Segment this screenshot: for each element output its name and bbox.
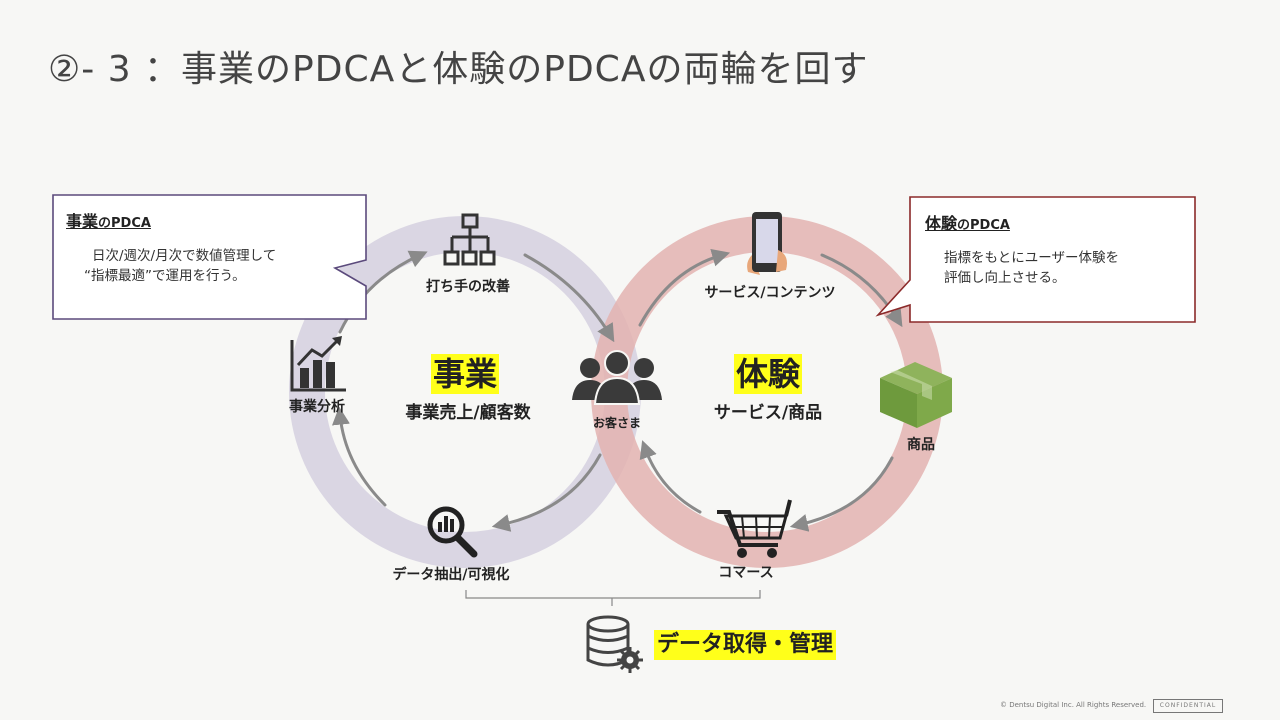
left-loop-title: 事業 [430, 354, 500, 394]
callout-left-line-1: 日次/週次/月次で数値管理して [92, 248, 277, 264]
footer-copyright: © Dentsu Digital Inc. All Rights Reserve… [1000, 701, 1147, 709]
node-label-improve: 打ち手の改善 [426, 279, 510, 295]
node-label-service: サービス/コンテンツ [704, 285, 836, 301]
callout-left-title: 事業のPDCA [66, 212, 151, 231]
node-label-commerce: コマース [718, 565, 774, 581]
arrow-left-top [523, 253, 615, 343]
callout-right-box [875, 196, 1196, 323]
bracket [465, 590, 761, 606]
smartphone-icon [747, 212, 787, 275]
callout-right-line-2: 評価し向上させる。 [944, 270, 1066, 286]
node-label-product: 商品 [907, 437, 935, 453]
arrow-right-bottom [639, 440, 702, 514]
magnifier-chart-icon [427, 506, 478, 558]
arrow-left-bottom [491, 453, 602, 532]
callout-left-line-2: “指標最適”で運用を行う。 [84, 268, 246, 284]
left-loop-subtitle: 事業売上/顧客数 [405, 403, 531, 423]
node-label-analysis: 事業分析 [289, 399, 345, 415]
database-gear-icon [586, 615, 643, 673]
center-node-label: お客さま [592, 416, 642, 430]
org-chart-icon [443, 213, 496, 266]
arrow-right-upper [638, 249, 731, 327]
callout-right-line-1: 指標をもとにユーザー体験を [944, 250, 1119, 266]
box-icon [880, 362, 952, 428]
data-management-label: データ取得・管理 [654, 630, 837, 660]
callout-left-box [52, 194, 367, 320]
cart-icon [717, 499, 792, 558]
page-title: ②- 3 ：事業のPDCAと体験のPDCAの両輪を回す [48, 49, 869, 90]
people-icon [572, 350, 662, 405]
callout-right-title: 体験のPDCA [925, 214, 1010, 233]
arrow-right-lower [789, 456, 894, 532]
confidential-badge: CONFIDENTIAL [1153, 699, 1223, 713]
right-loop-title: 体験 [733, 354, 803, 394]
right-loop-subtitle: サービス/商品 [713, 403, 823, 423]
bar-chart-icon [290, 336, 346, 392]
arrow-left-upper [338, 250, 428, 334]
arrow-left-lower [332, 406, 387, 507]
node-label-extract: データ抽出/可視化 [392, 567, 510, 583]
